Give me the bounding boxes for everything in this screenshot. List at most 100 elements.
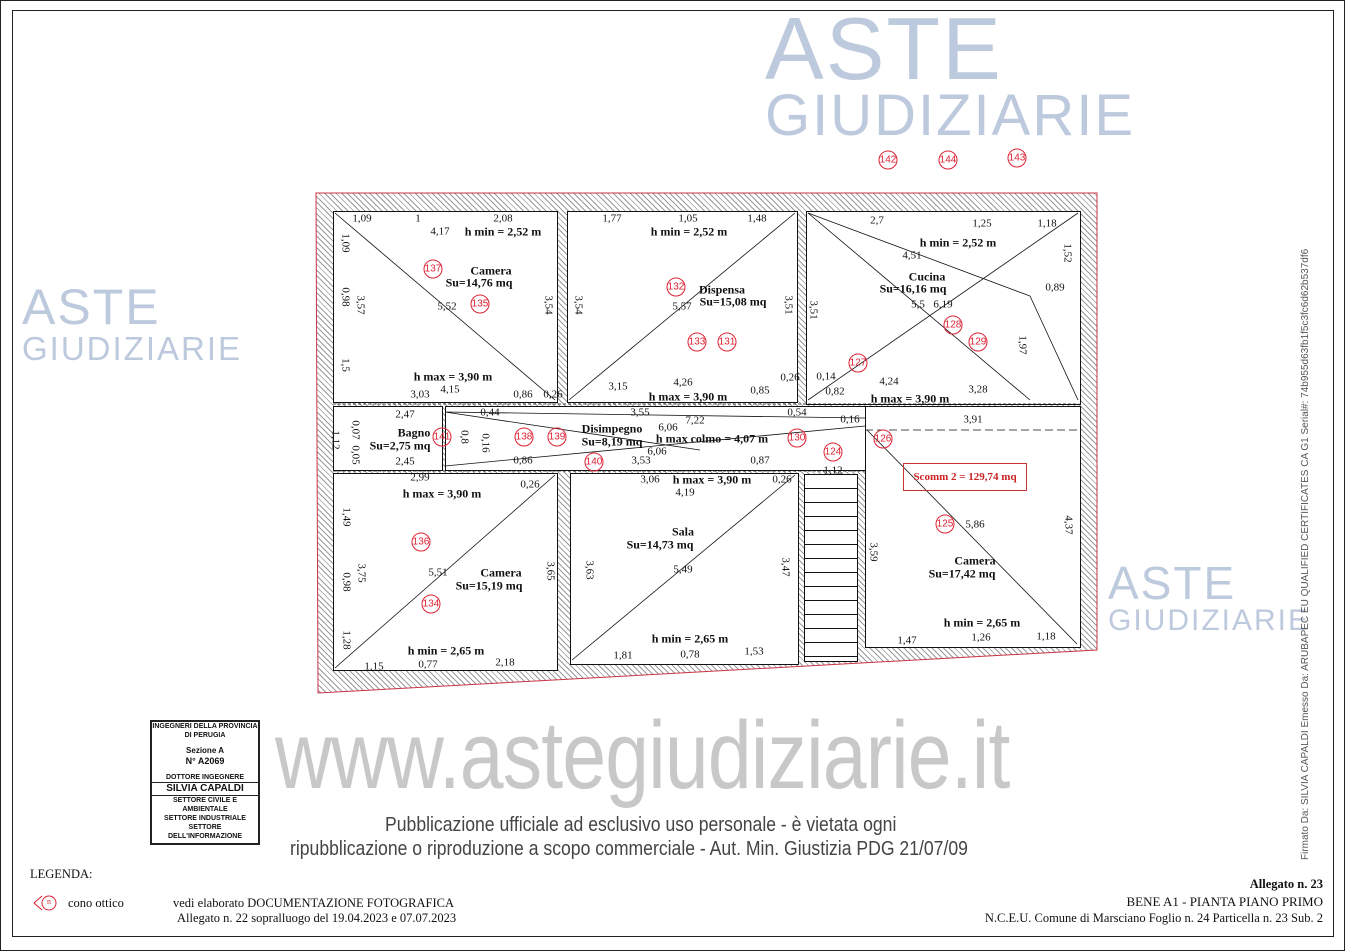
- dimension-label: 3,15: [608, 380, 628, 393]
- room-area: Su=14,73 mq: [626, 537, 694, 552]
- dimension-label: 0,54: [787, 406, 807, 419]
- dimension-label: 3,28: [968, 383, 988, 396]
- stamp-text: SETTORE CIVILE E AMBIENTALE: [172, 797, 238, 813]
- dimension-label: 2,99: [410, 471, 430, 484]
- stamp-text: DI PERUGIA: [184, 732, 226, 739]
- height-label: h min = 2,52 m: [650, 224, 728, 239]
- dimension-label: 4,17: [430, 225, 450, 238]
- dimension-label: 1,18: [1037, 217, 1057, 230]
- dimension-label: 1,09: [339, 233, 352, 253]
- dimension-label: 5,5: [911, 298, 925, 311]
- dimension-label: 1,5: [339, 358, 352, 372]
- dimension-label: 4,15: [440, 383, 460, 396]
- drawing-border: [12, 10, 1334, 937]
- height-label: h max = 3,90 m: [402, 486, 482, 501]
- photo-marker: 132: [666, 277, 686, 297]
- cadastre-reference: N.C.E.U. Comune di Marsciano Foglio n. 2…: [984, 911, 1323, 925]
- dimension-label: 7,22: [685, 414, 705, 427]
- height-label: h min = 2,65 m: [651, 631, 729, 646]
- digital-signature: Firmato Da: SILVIA CAPALDI Emesso Da: AR…: [1300, 248, 1311, 860]
- watermark-logo-word: ASTE: [1108, 557, 1237, 609]
- dimension-label: 1: [415, 212, 421, 225]
- dimension-label: 5,49: [673, 563, 693, 576]
- dimension-label: 1,15: [364, 660, 384, 673]
- watermark-url: www.astegiudiziarie.it: [275, 702, 1010, 809]
- height-label: h min = 2,52 m: [464, 224, 542, 239]
- dimension-label: 1,12: [823, 464, 843, 477]
- dimension-label: 3,54: [572, 295, 585, 315]
- photo-marker: 129: [968, 332, 988, 352]
- dimension-label: 0,26: [772, 473, 792, 486]
- dimension-label: 3,57: [354, 295, 367, 315]
- staircase: [804, 474, 858, 662]
- dimension-label: 0,77: [418, 658, 438, 671]
- dimension-label: 0,26: [520, 478, 540, 491]
- photo-marker: 140: [584, 452, 604, 472]
- stamp-text: Sezione A: [186, 746, 224, 755]
- legend-title: LEGENDA:: [30, 867, 93, 881]
- height-label: h min = 2,52 m: [919, 235, 997, 250]
- dimension-label: 0,26: [780, 371, 800, 384]
- dimension-label: 1,48: [747, 212, 767, 225]
- dimension-label: 0,44: [480, 406, 500, 419]
- dimension-label: 3,55: [630, 406, 650, 419]
- dimension-label: 1,52: [1061, 243, 1074, 263]
- dimension-label: 4,26: [673, 376, 693, 389]
- photo-marker: 136: [411, 532, 431, 552]
- dimension-label: 0,85: [750, 384, 770, 397]
- dimension-label: 1,18: [1036, 630, 1056, 643]
- room-area: Su=8,19 mq: [581, 434, 643, 449]
- dimension-label: 3,51: [807, 300, 820, 320]
- dimension-label: 0,16: [840, 413, 860, 426]
- stamp-text: INGEGNERI DELLA PROVINCIA: [152, 723, 258, 730]
- height-label: h max = 3,90 m: [870, 391, 950, 406]
- dimension-label: 5,52: [437, 300, 457, 313]
- legend-ref-date: Allegato n. 22 sopralluogo del 19.04.202…: [177, 911, 457, 925]
- dimension-label: 4,19: [675, 486, 695, 499]
- dimension-label: 1,81: [613, 649, 633, 662]
- dimension-label: 0,14: [816, 370, 836, 383]
- stamp-text: N° A2069: [185, 756, 225, 766]
- room-name: Bagno: [397, 425, 431, 440]
- photo-marker: 137: [423, 259, 443, 279]
- watermark-logo-word: GIUDIZIARIE: [765, 83, 1136, 148]
- room-name: Cucina: [908, 269, 946, 284]
- drawing-title: BENE A1 - PIANTA PIANO PRIMO: [1126, 894, 1324, 909]
- dimension-label: 2,7: [870, 214, 884, 227]
- dimension-label: 1,09: [352, 212, 372, 225]
- room-area: Su=15,08 mq: [699, 294, 767, 309]
- room-name: Camera: [954, 553, 996, 568]
- dimension-label: 0,26: [543, 388, 563, 401]
- dimension-label: 1,53: [744, 645, 764, 658]
- dimension-label: 6,19: [933, 298, 953, 311]
- room-name: Camera: [470, 263, 512, 278]
- photo-marker: 124: [823, 442, 843, 462]
- legend-item: cono ottico: [68, 896, 124, 910]
- room-name: Camera: [480, 565, 522, 580]
- dimension-label: 0,89: [1045, 281, 1065, 294]
- dimension-label: 4,51: [902, 249, 922, 262]
- dimension-label: 5,51: [428, 566, 448, 579]
- stamp-text: SILVIA CAPALDI: [152, 782, 258, 796]
- allegato-number: Allegato n. 23: [1249, 877, 1323, 891]
- total-area-box: Scomm 2 = 129,74 mq: [903, 463, 1027, 491]
- room-area: Su=15,19 mq: [455, 578, 523, 593]
- legend-ref: vedi elaborato DOCUMENTAZIONE FOTOGRAFIC…: [173, 896, 455, 910]
- dimension-label: 0,86: [513, 388, 533, 401]
- dimension-label: 1,77: [602, 212, 622, 225]
- photo-marker: 130: [787, 428, 807, 448]
- photo-marker: 126: [873, 429, 893, 449]
- dimension-label: 3,91: [963, 413, 983, 426]
- dimension-label: 3,54: [542, 295, 555, 315]
- dimension-label: 1,28: [340, 630, 353, 650]
- dimension-label: 3,03: [410, 388, 430, 401]
- dimension-label: 3,59: [867, 542, 880, 562]
- dimension-label: 1,49: [340, 507, 353, 527]
- dimension-label: 3,65: [544, 561, 557, 581]
- dimension-label: 0,82: [825, 385, 845, 398]
- dimension-label: 6,06: [647, 445, 667, 458]
- room-name: Disimpegno: [581, 421, 643, 436]
